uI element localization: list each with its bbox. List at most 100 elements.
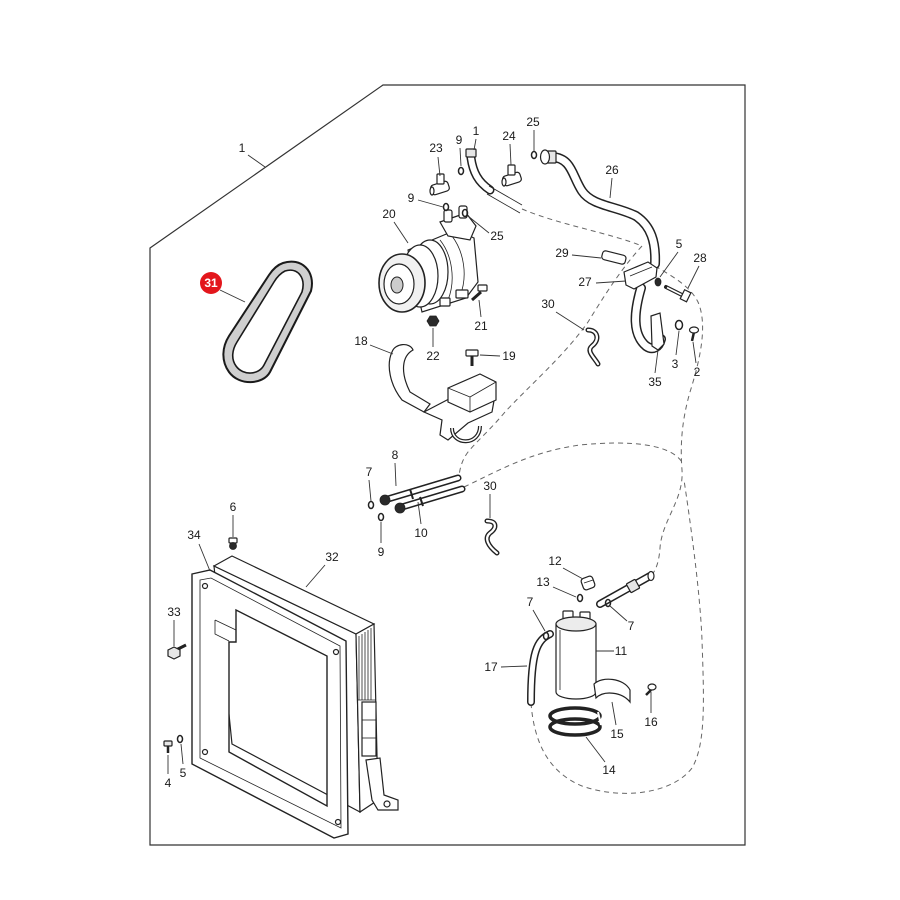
callout-5-upper[interactable]: 5 <box>659 237 683 278</box>
ac-compressor <box>378 205 479 313</box>
washer-3 <box>674 319 684 331</box>
callout-label: 25 <box>526 115 540 129</box>
callout-1-frame[interactable]: 1 <box>239 141 266 168</box>
callout-2[interactable]: 2 <box>692 341 701 379</box>
callout-label: 1 <box>473 124 480 138</box>
bolt-21 <box>471 284 488 302</box>
callout-34[interactable]: 34 <box>187 528 211 572</box>
callout-21[interactable]: 21 <box>474 299 488 333</box>
hoses-8-and-10 <box>379 474 466 514</box>
callout-24[interactable]: 24 <box>502 129 516 166</box>
callout-label: 9 <box>456 133 463 147</box>
callout-label: 19 <box>502 349 516 363</box>
callout-label: 32 <box>325 550 339 564</box>
callout-3[interactable]: 3 <box>672 330 680 371</box>
o-ring-7-drier-left <box>542 631 550 641</box>
callout-label: 35 <box>648 375 662 389</box>
callout-label: 31 <box>204 276 218 290</box>
callout-7-hose[interactable]: 7 <box>366 465 373 502</box>
fitting-24 <box>501 164 522 187</box>
fitting-23 <box>429 173 450 196</box>
o-ring-25-upper <box>530 150 538 160</box>
callout-label: 21 <box>474 319 488 333</box>
callout-label: 7 <box>527 595 534 609</box>
hose-routing-lines <box>458 208 704 794</box>
callout-label: 23 <box>429 141 443 155</box>
callout-label: 9 <box>378 545 385 559</box>
callout-35[interactable]: 35 <box>648 349 662 389</box>
nut-22 <box>426 315 440 327</box>
callout-14[interactable]: 14 <box>585 736 616 777</box>
bolt-33 <box>167 643 187 660</box>
callout-30-lower[interactable]: 30 <box>483 479 497 518</box>
o-ring-13 <box>576 593 584 603</box>
callout-4[interactable]: 4 <box>165 755 172 790</box>
callout-label: 1 <box>239 141 246 155</box>
callout-19[interactable]: 19 <box>479 349 516 363</box>
callout-33[interactable]: 33 <box>167 605 181 646</box>
callout-7-drier-left[interactable]: 7 <box>527 595 546 632</box>
callout-11[interactable]: 11 <box>596 644 628 658</box>
callout-7-drier-right[interactable]: 7 <box>609 605 635 633</box>
callout-label: 20 <box>382 207 396 221</box>
callout-label: 4 <box>165 776 172 790</box>
clamp-14 <box>548 706 602 737</box>
callout-12[interactable]: 12 <box>548 554 584 580</box>
callout-28[interactable]: 28 <box>687 251 707 289</box>
callout-label: 27 <box>578 275 592 289</box>
callout-17[interactable]: 17 <box>484 660 528 674</box>
callout-label: 3 <box>672 357 679 371</box>
washer-5-upper <box>654 277 662 287</box>
callout-8[interactable]: 8 <box>392 448 399 487</box>
callout-13[interactable]: 13 <box>536 575 577 598</box>
callout-9-upper[interactable]: 9 <box>456 133 463 167</box>
callout-label: 12 <box>548 554 562 568</box>
callout-label: 10 <box>414 526 428 540</box>
callout-label: 13 <box>536 575 550 589</box>
hose-26 <box>539 149 666 354</box>
callout-label: 26 <box>605 163 619 177</box>
callout-label: 29 <box>555 246 569 260</box>
callout-25-mid[interactable]: 25 <box>467 215 504 243</box>
callout-29[interactable]: 29 <box>555 246 602 260</box>
clamp-35 <box>650 312 665 351</box>
callout-25-upper[interactable]: 25 <box>526 115 540 151</box>
tube-17 <box>527 630 554 706</box>
o-ring-7-drier-right <box>604 598 612 608</box>
callout-31-highlighted[interactable]: 31 <box>200 272 246 303</box>
screw-16 <box>645 683 657 696</box>
callout-18[interactable]: 18 <box>354 334 394 355</box>
callout-22[interactable]: 22 <box>426 328 440 363</box>
hose-piece-30-upper <box>585 327 601 367</box>
bolt-28 <box>664 285 692 303</box>
callout-label: 30 <box>541 297 555 311</box>
callout-label: 18 <box>354 334 368 348</box>
callout-15[interactable]: 15 <box>610 701 624 741</box>
callout-label: 8 <box>392 448 399 462</box>
callout-9-mid[interactable]: 9 <box>408 191 444 208</box>
callout-10[interactable]: 10 <box>414 501 428 540</box>
callout-23[interactable]: 23 <box>429 141 443 177</box>
callout-20[interactable]: 20 <box>382 207 409 244</box>
callout-6[interactable]: 6 <box>230 500 237 537</box>
callout-9-lower[interactable]: 9 <box>378 522 385 559</box>
callout-5-lower[interactable]: 5 <box>180 743 187 780</box>
callout-30-upper[interactable]: 30 <box>541 297 585 331</box>
callout-label: 24 <box>502 129 516 143</box>
callout-label: 6 <box>230 500 237 514</box>
bracket-15 <box>593 678 631 704</box>
receiver-drier-11 <box>555 610 597 700</box>
callout-label: 34 <box>187 528 201 542</box>
pin-29 <box>601 250 627 265</box>
callout-1-fitting[interactable]: 1 <box>473 124 480 151</box>
callout-label: 7 <box>366 465 373 479</box>
callout-26[interactable]: 26 <box>605 163 619 199</box>
o-ring-9-mid <box>442 202 450 212</box>
callout-16[interactable]: 16 <box>644 692 658 729</box>
callout-32[interactable]: 32 <box>305 550 339 588</box>
callout-label: 16 <box>644 715 658 729</box>
o-ring-9-upper <box>457 166 465 176</box>
callout-27[interactable]: 27 <box>578 275 627 289</box>
callout-label: 30 <box>483 479 497 493</box>
